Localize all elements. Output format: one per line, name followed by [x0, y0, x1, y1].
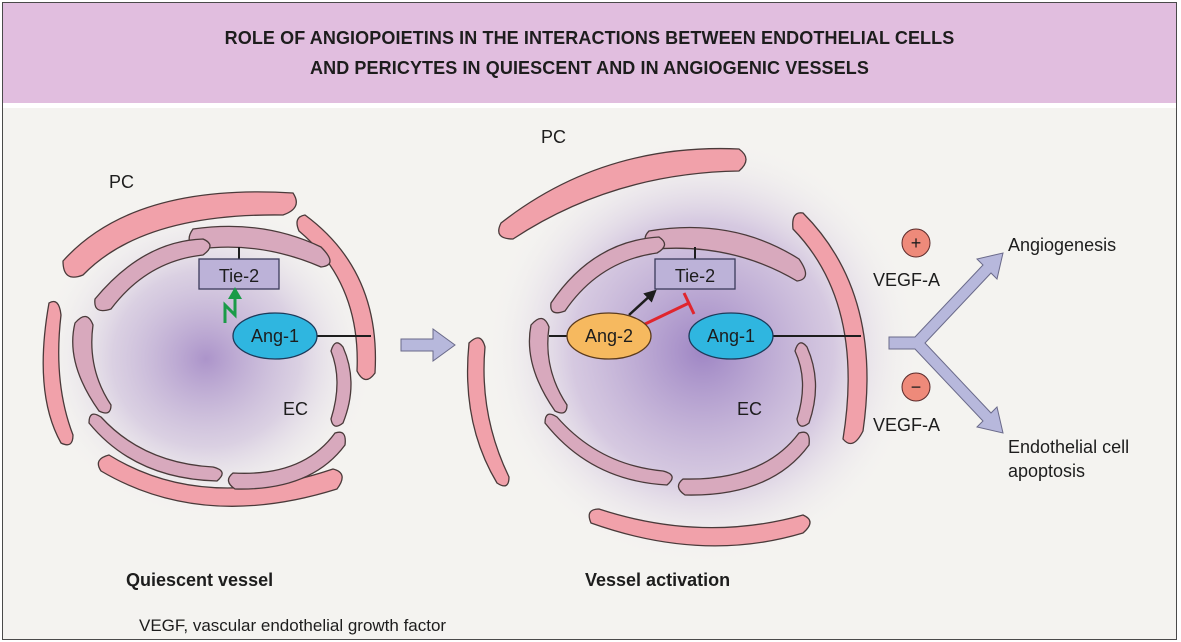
- pericyte-top: [62, 191, 297, 278]
- transition-arrow: [400, 328, 456, 362]
- pericyte-right: [296, 214, 377, 381]
- a-ang2-label: Ang-2: [585, 326, 633, 346]
- apoptosis-label-line1: Endothelial cell: [1008, 437, 1129, 457]
- title-banner: ROLE OF ANGIOPOIETINS IN THE INTERACTION…: [3, 3, 1176, 103]
- a-tie2-receptor: [654, 258, 736, 290]
- ec-top-left: [94, 238, 211, 312]
- q-pc-label: PC: [109, 172, 134, 192]
- a-pericyte-bottom: [588, 508, 811, 547]
- pericyte-bottom: [97, 454, 343, 507]
- quiescent-pericytes: [42, 191, 377, 507]
- ec-right: [330, 342, 352, 427]
- plus-circle: [901, 228, 931, 258]
- minus-circle: [901, 372, 931, 402]
- title-separator: [3, 103, 1176, 108]
- q-ang1-label: Ang-1: [251, 326, 299, 346]
- quiescent-endothelial-cells: [72, 225, 352, 490]
- title-line-2: AND PERICYTES IN QUIESCENT AND IN ANGIOG…: [310, 58, 869, 78]
- ec-left: [72, 315, 112, 414]
- a-ang1-label: Ang-1: [707, 326, 755, 346]
- a-ec-left: [528, 317, 568, 414]
- ec-bottom-right: [227, 431, 346, 490]
- q-ang1: [232, 312, 318, 360]
- outcome-branches: + VEGF-A − VEGF-A Angiogenesis Endotheli…: [873, 228, 1129, 481]
- title-line-1: ROLE OF ANGIOPOIETINS IN THE INTERACTION…: [224, 28, 955, 48]
- activated-endothelial-cells: [528, 226, 817, 496]
- a-pericyte-left: [466, 337, 510, 487]
- a-inhibition-bar: [682, 292, 696, 315]
- ec-bottom-left: [88, 413, 223, 482]
- plus-sign: +: [911, 233, 922, 253]
- vegf-a-lower: VEGF-A: [873, 415, 940, 435]
- footnote: VEGF, vascular endothelial growth factor: [139, 616, 447, 635]
- q-ec-label: EC: [283, 399, 308, 419]
- activated-vessel: Tie-2 Ang-2 Ang-1 PC EC: [466, 127, 921, 566]
- a-ang2-activation-arrow: [628, 289, 657, 316]
- a-tie2-label: Tie-2: [675, 266, 715, 286]
- pericyte-left: [42, 300, 74, 446]
- apoptosis-label-line2: apoptosis: [1008, 461, 1085, 481]
- activation-caption: Vessel activation: [585, 570, 731, 590]
- angiogenesis-label: Angiogenesis: [1008, 235, 1116, 255]
- q-tie2-label: Tie-2: [219, 266, 259, 286]
- a-pericyte-top: [498, 147, 747, 240]
- vegf-a-upper: VEGF-A: [873, 270, 940, 290]
- q-activation-arrowhead: [228, 287, 242, 299]
- a-ec-right: [794, 342, 817, 427]
- a-ec-bottom-left: [544, 413, 673, 486]
- a-ang1: [688, 312, 774, 360]
- a-ec-top-left: [550, 236, 666, 314]
- q-tie2-receptor: [198, 258, 280, 290]
- quiescent-caption: Quiescent vessel: [126, 570, 274, 590]
- minus-sign: −: [911, 377, 922, 397]
- quiescent-vessel: Tie-2 Ang-1 PC EC: [36, 172, 377, 519]
- a-pericyte-right: [792, 212, 868, 445]
- angiopoietin-diagram: Tie-2 Ang-1 PC EC: [36, 127, 1129, 566]
- a-ec-label: EC: [737, 399, 762, 419]
- a-ang2: [566, 312, 652, 360]
- q-activation-arrow: [223, 295, 237, 323]
- a-ec-bottom-right: [677, 431, 810, 496]
- a-pc-label: PC: [541, 127, 566, 147]
- a-inhibition-line: [642, 301, 690, 327]
- branching-arrow: [888, 252, 1004, 434]
- activated-pericytes: [466, 147, 868, 547]
